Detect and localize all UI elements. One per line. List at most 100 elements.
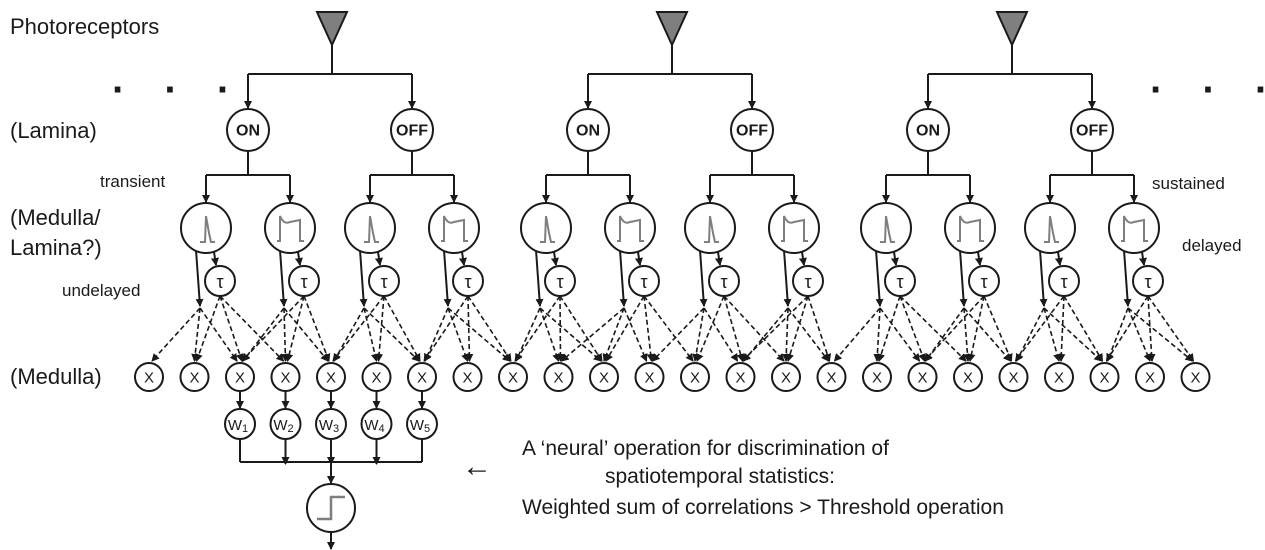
weight-base: W [410, 417, 425, 434]
delay-unit-label: τ [804, 272, 811, 292]
undelayed-arrow [1039, 249, 1048, 307]
multiplier-label: X [690, 370, 700, 387]
sustained-response-trace [617, 215, 644, 242]
on-cell [566, 108, 610, 152]
multiplier-label: X [1099, 370, 1109, 387]
arrow-to-delay [294, 251, 303, 266]
weight-subscript: 2 [288, 423, 294, 435]
undelayed-fanout [1015, 307, 1045, 362]
undelayed-fanout [424, 307, 449, 362]
arrow-to-delay [550, 251, 559, 266]
delayed-fanout [383, 295, 421, 362]
undelayed-fanout [833, 307, 881, 362]
photoreceptor-triangle [655, 11, 689, 48]
weight-node [269, 408, 302, 440]
weight-subscript: 5 [424, 423, 430, 435]
on-cell-label: ON [576, 123, 600, 140]
delayed-fanout [1147, 295, 1195, 362]
multiplier-label: X [1190, 370, 1200, 387]
delayed-fanout [559, 295, 603, 362]
multiplier-label: X [735, 370, 745, 387]
weight-base: W [364, 417, 379, 434]
undelayed-fanout [1127, 307, 1194, 362]
delayed-fanout [1105, 295, 1149, 362]
undelayed-arrow [875, 249, 884, 307]
multiplier-node [179, 362, 210, 392]
undelayed-fanout [782, 307, 791, 362]
undelayed-arrow [535, 249, 544, 307]
undelayed-fanout [1106, 307, 1129, 362]
undelayed-fanout [1127, 307, 1152, 362]
weight-subscript: 1 [242, 423, 248, 435]
delayed-fanout [643, 295, 655, 362]
multiplier-label: X [963, 370, 973, 387]
undelayed-fanout [1043, 307, 1103, 362]
delayed-fanout [332, 295, 385, 362]
undelayed-fanout [651, 307, 705, 362]
undelayed-fanout [447, 307, 469, 362]
arrow-to-delay [374, 251, 383, 266]
delayed-fanout [786, 295, 809, 362]
delay-unit [792, 265, 824, 297]
undelayed-arrow [195, 249, 204, 307]
delay-unit-label: τ [1060, 272, 1067, 292]
off-cell-label: OFF [396, 123, 428, 140]
sustained-response-trace [957, 215, 984, 242]
arrow-to-delay [634, 251, 643, 266]
multiplier-node [1089, 362, 1120, 392]
multiplier-node [407, 362, 437, 392]
undelayed-fanout [363, 307, 379, 362]
multiplier-label: X [462, 370, 472, 387]
undelayed-arrow [699, 249, 708, 307]
step-function-icon [317, 495, 345, 521]
on-cell [226, 108, 270, 152]
delayed-fanout [741, 295, 809, 362]
ellipsis-left: · · · [112, 68, 245, 112]
delayed-fanout [219, 295, 285, 362]
delay-unit-label: τ [300, 272, 307, 292]
sustained-response-trace [1121, 215, 1148, 242]
undelayed-fanout [787, 307, 830, 362]
delayed-fanout [465, 295, 474, 362]
undelayed-fanout [199, 307, 238, 362]
undelayed-fanout [151, 307, 201, 362]
undelayed-fanout [873, 307, 882, 362]
undelayed-fanout [333, 307, 365, 362]
undelayed-label: undelayed [62, 281, 141, 300]
multiplier-label: X [599, 370, 609, 387]
delayed-fanout [723, 295, 745, 362]
undelayed-fanout [539, 307, 560, 362]
multiplier-node [634, 362, 665, 392]
delayed-fanout [467, 295, 512, 362]
undelayed-arrow [619, 249, 628, 307]
delay-unit-label: τ [640, 272, 647, 292]
multiplier-label: X [1054, 370, 1064, 387]
off-cell-label: OFF [736, 123, 768, 140]
delayed-fanout [375, 295, 385, 362]
delayed-fanout [807, 295, 832, 362]
off-cell-label: OFF [1076, 123, 1108, 140]
undelayed-arrow [359, 249, 368, 307]
multiplier-label: X [508, 370, 518, 387]
multiplier-label: X [144, 370, 154, 387]
on-cell-label: ON [916, 123, 940, 140]
weight-subscript: 4 [379, 423, 385, 435]
sustained-filter [768, 202, 820, 254]
delay-unit-label: τ [980, 272, 987, 292]
multiplier-node [725, 362, 756, 392]
connection-lines [151, 45, 1195, 550]
weight-subscript: 3 [333, 423, 339, 435]
multiplier-node [680, 362, 710, 392]
undelayed-fanout [602, 307, 625, 362]
multiplier-label: X [235, 370, 245, 387]
multiplier-label: X [280, 370, 290, 387]
transient-response-trace [1044, 215, 1059, 243]
delay-unit-label: τ [1144, 272, 1151, 292]
undelayed-fanout [623, 307, 648, 362]
on-cell [906, 108, 950, 152]
multiplier-node [998, 362, 1029, 392]
transient-response-trace [200, 215, 215, 243]
multiplier-label: X [371, 370, 381, 387]
